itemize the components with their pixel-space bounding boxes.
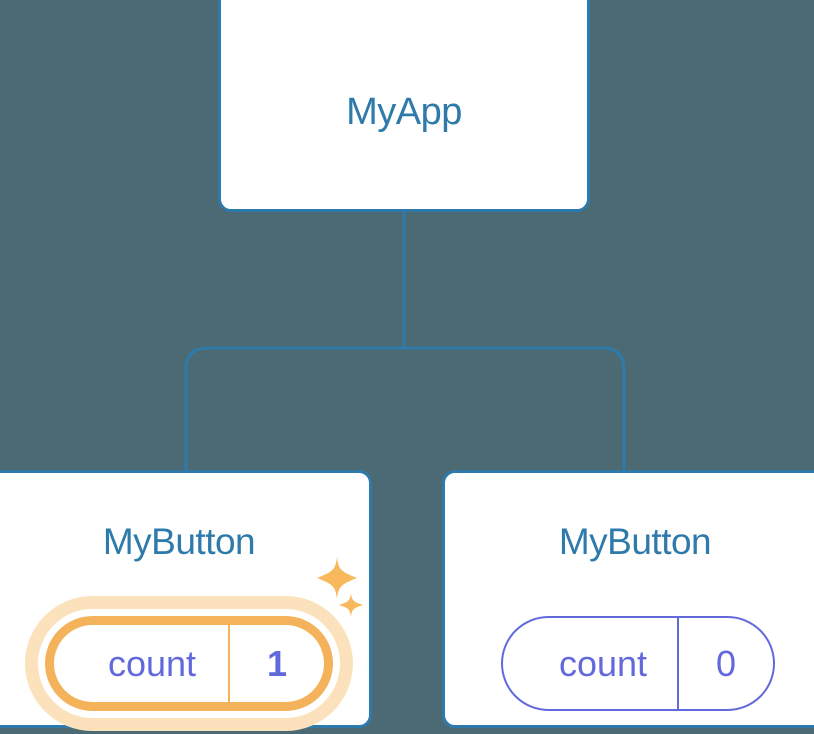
state-pill-wrapper-left: count 1 (3, 596, 375, 731)
node-title-myapp: MyApp (346, 91, 462, 133)
state-value-right: 0 (677, 618, 773, 709)
node-card-mybutton-right[interactable]: MyButton count 0 (442, 470, 814, 728)
connector-path (184, 212, 626, 472)
node-title-mybutton-right: MyButton (558, 521, 712, 562)
state-key-right: count (558, 642, 648, 684)
state-pill-wrapper-right: count 0 (445, 596, 814, 731)
node-card-myapp[interactable]: MyApp (218, 0, 590, 212)
state-pill-left[interactable]: count 1 (45, 616, 333, 711)
state-value-left: 1 (228, 625, 324, 702)
state-pill-right[interactable]: count 0 (501, 616, 775, 711)
state-key-left: count (107, 642, 197, 684)
node-card-mybutton-left[interactable]: MyButton count 1 (0, 470, 372, 728)
node-title-mybutton-left: MyButton (102, 521, 256, 562)
